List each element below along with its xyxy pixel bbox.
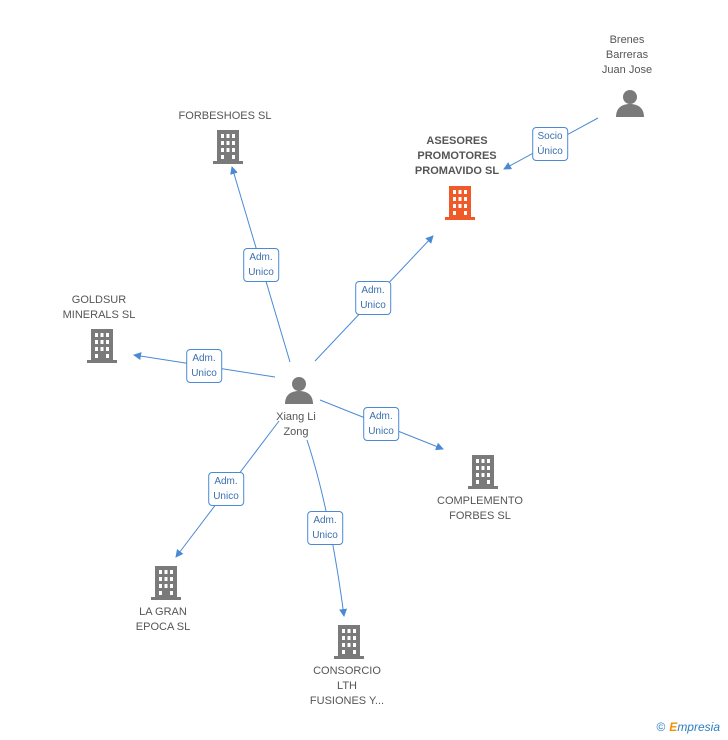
- edge-label-socio-unico[interactable]: Socio Único: [532, 127, 568, 161]
- building-icon[interactable]: [87, 329, 117, 363]
- node-label-forbeshoes: FORBESHOES SL: [178, 110, 272, 122]
- node-label-lagran: LA GRAN EPOCA SL: [135, 606, 191, 633]
- node-label-brenes: Brenes Barreras Juan Jose: [601, 34, 653, 76]
- brand-logo: ©Empresia: [656, 720, 720, 734]
- node-label-asesores: ASESORES PROMOTORES PROMAVIDO SL: [414, 135, 500, 177]
- person-icon[interactable]: [284, 375, 314, 405]
- building-icon[interactable]: [334, 625, 364, 659]
- edge-label-goldsur[interactable]: Adm. Unico: [186, 349, 222, 383]
- node-label-goldsur: GOLDSUR MINERALS SL: [62, 294, 136, 321]
- edge-label-lagran[interactable]: Adm. Unico: [208, 472, 244, 506]
- building-icon[interactable]: [468, 455, 498, 489]
- building-icon[interactable]: [213, 130, 243, 164]
- edge-label-forbeshoes[interactable]: Adm. Unico: [243, 248, 279, 282]
- node-label-xiang: Xiang Li Zong: [276, 411, 316, 438]
- edge-label-complemento[interactable]: Adm. Unico: [363, 407, 399, 441]
- brand-e: E: [669, 720, 678, 734]
- copyright-symbol: ©: [656, 720, 666, 734]
- node-label-complemento: COMPLEMENTO FORBES SL: [437, 495, 523, 522]
- building-icon[interactable]: [151, 566, 181, 600]
- building-icon[interactable]: [445, 186, 475, 220]
- node-label-consorcio: CONSORCIO LTH FUSIONES Y...: [309, 665, 385, 707]
- person-icon[interactable]: [615, 88, 645, 118]
- edge-label-asesores[interactable]: Adm. Unico: [355, 281, 391, 315]
- edge-label-consorcio[interactable]: Adm. Unico: [307, 511, 343, 545]
- brand-name: mpresia: [677, 720, 720, 734]
